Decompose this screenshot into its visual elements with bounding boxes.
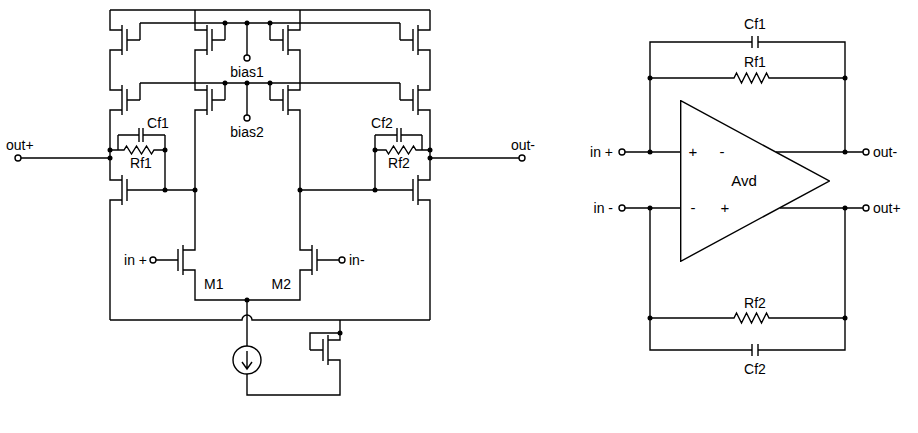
polarity-sign: + xyxy=(721,200,730,216)
amplifier-gain: Avd xyxy=(731,173,757,189)
input-terminal-label: in + xyxy=(123,253,148,268)
bias-terminal-label: bias1 xyxy=(229,65,264,80)
transistor-label: M1 xyxy=(203,277,224,292)
output-terminal-label: out+ xyxy=(5,138,35,153)
capacitor-label: Cf1 xyxy=(146,116,170,131)
output-terminal-label: out- xyxy=(510,138,536,153)
transistor-label: M2 xyxy=(271,277,292,292)
polarity-sign: - xyxy=(720,144,725,160)
input-terminal-label: in + xyxy=(589,145,614,160)
output-terminal-label: out+ xyxy=(872,201,902,216)
input-terminal-label: in- xyxy=(348,253,366,268)
polarity-sign: + xyxy=(689,144,698,160)
capacitor-label: Cf2 xyxy=(370,116,394,131)
capacitor-label: Cf1 xyxy=(743,17,767,32)
bias-terminal-label: bias2 xyxy=(229,125,264,140)
amplifier-triangle: +-Avd-+ xyxy=(680,100,830,262)
resistor-label: Rf2 xyxy=(743,296,767,311)
input-terminal-label: in - xyxy=(593,201,614,216)
output-terminal-label: out- xyxy=(872,145,898,160)
resistor-label: Rf1 xyxy=(743,55,767,70)
polarity-sign: - xyxy=(691,200,696,216)
resistor-label: Rf1 xyxy=(129,156,153,171)
resistor-label: Rf2 xyxy=(387,156,411,171)
capacitor-label: Cf2 xyxy=(743,362,767,377)
